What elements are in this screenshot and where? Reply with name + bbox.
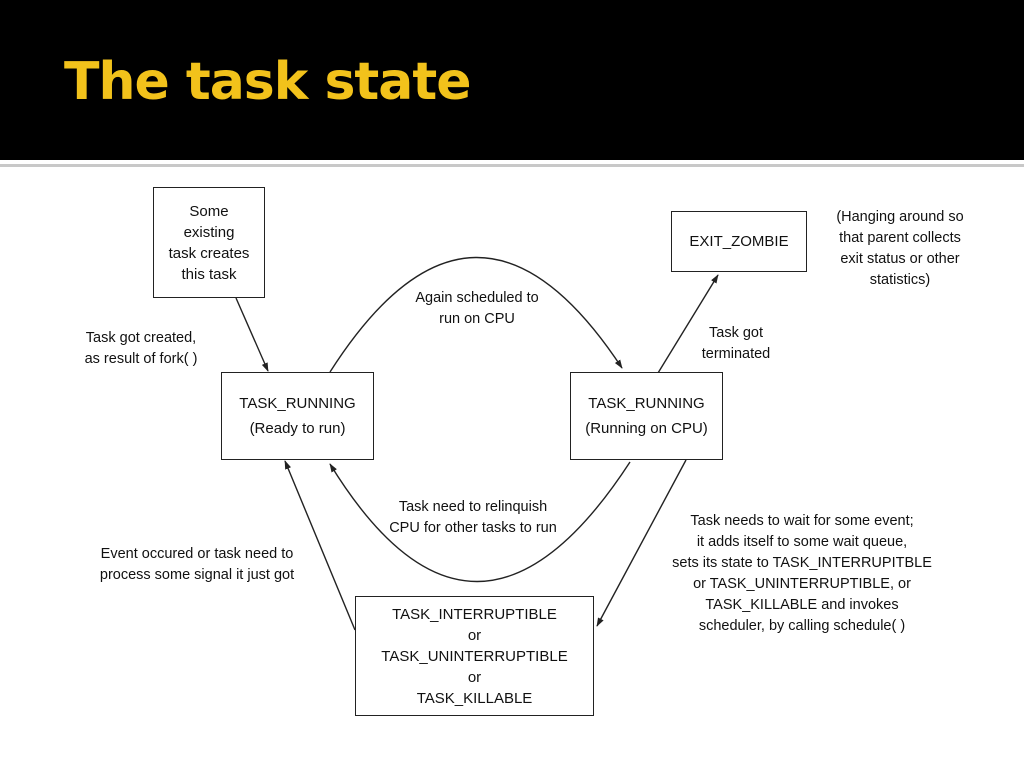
edge-scheduled [329, 256, 623, 373]
node-text: TASK_KILLABLE [416, 689, 533, 707]
node-exit-zombie: EXIT_ZOMBIE [671, 211, 807, 272]
node-task-running-ready: TASK_RUNNING (Ready to run) [221, 372, 374, 460]
node-text: existing [183, 223, 235, 241]
node-text: or [467, 626, 482, 644]
label-task-terminated: Task got terminated [701, 325, 771, 362]
label-event-occured: Event occured or task need to process so… [99, 546, 295, 583]
node-text: EXIT_ZOMBIE [689, 233, 789, 250]
edge-terminated [657, 274, 719, 374]
edge-relinquish [329, 461, 631, 583]
slide-title: The task state [64, 52, 471, 112]
node-text: (Ready to run) [249, 420, 346, 437]
edge-wait [596, 459, 687, 627]
node-creator-task: Some existing task creates this task [153, 187, 265, 298]
node-task-running-cpu: TASK_RUNNING (Running on CPU) [570, 372, 723, 460]
node-text: TASK_INTERRUPTIBLE [392, 605, 557, 623]
node-text: task creates [168, 244, 250, 262]
edge-event [284, 460, 356, 631]
node-text: or [467, 668, 482, 686]
node-text: Some [189, 202, 229, 220]
node-text: TASK_UNINTERRUPTIBLE [381, 647, 568, 665]
node-task-waiting: TASK_INTERRUPTIBLE or TASK_UNINTERRUPTIB… [355, 596, 594, 716]
label-zombie-note: (Hanging around so that parent collects … [836, 209, 964, 288]
label-wait-for-event: Task needs to wait for some event; it ad… [672, 513, 932, 634]
label-relinquish-cpu: Task need to relinquish CPU for other ta… [389, 499, 557, 536]
node-text: this task [181, 265, 237, 283]
title-bar: The task state [0, 0, 1024, 160]
node-text: TASK_RUNNING [239, 395, 356, 412]
node-text: (Running on CPU) [585, 420, 708, 437]
edge-created [235, 297, 269, 372]
label-again-scheduled: Again scheduled to run on CPU [415, 290, 539, 327]
title-divider [0, 164, 1024, 167]
node-text: TASK_RUNNING [588, 395, 705, 412]
label-task-created: Task got created, as result of fork( ) [84, 330, 198, 367]
